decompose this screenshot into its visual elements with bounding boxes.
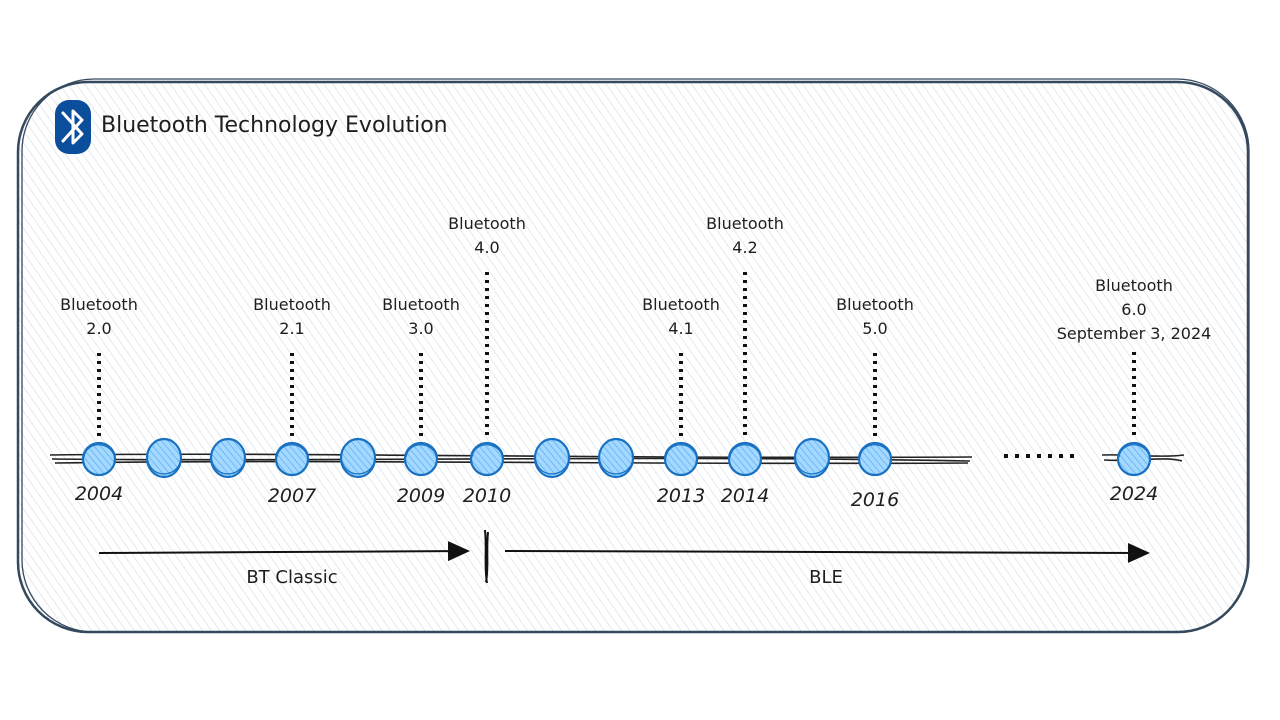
bt-classic-arrow — [98, 541, 470, 562]
milestone-label: Bluetooth 2.0 — [60, 295, 138, 338]
diagram-header: Bluetooth Technology Evolution — [55, 100, 448, 154]
milestone-year: 2024 — [1110, 483, 1158, 505]
milestone-year: 2004 — [75, 483, 123, 505]
era-label-bt-classic: BT Classic — [246, 567, 337, 588]
milestone-label-line: Bluetooth — [642, 295, 720, 314]
milestone-label-line: Bluetooth — [836, 295, 914, 314]
ble-arrow — [504, 542, 1150, 563]
milestone-label-line: September 3, 2024 — [1057, 324, 1212, 343]
milestone-node — [1116, 441, 1152, 477]
timeline-filler-node-sketch — [341, 458, 376, 475]
milestone-label: Bluetooth 2.1 — [253, 295, 331, 338]
milestone-node-sketch — [276, 444, 309, 459]
timeline-filler-node-sketch — [535, 458, 570, 475]
era-divider — [484, 529, 489, 584]
milestone-year: 2016 — [851, 489, 899, 511]
milestone-label-line: Bluetooth — [448, 214, 526, 233]
milestone-year: 2010 — [463, 485, 511, 507]
timeline-filler-node-sketch — [599, 458, 634, 475]
milestone-label: Bluetooth 4.1 — [642, 295, 720, 338]
milestone-label-line: Bluetooth — [706, 214, 784, 233]
milestone-label-line: 2.1 — [279, 319, 304, 338]
milestone-label: Bluetooth 4.0 — [448, 214, 526, 257]
timeline-filler-node — [209, 437, 247, 479]
milestone-label-line: Bluetooth — [60, 295, 138, 314]
milestone-label-line: 4.2 — [732, 238, 757, 257]
milestone-label-line: Bluetooth — [253, 295, 331, 314]
milestone-node-sketch — [859, 444, 892, 459]
milestone-2010: Bluetooth 4.0 2010 — [448, 214, 526, 507]
timeline-filler-node — [145, 437, 183, 479]
milestone-node — [727, 441, 763, 477]
milestone-node — [663, 441, 699, 477]
milestone-node-sketch — [405, 444, 438, 459]
milestone-2004: Bluetooth 2.0 2004 — [60, 295, 138, 505]
milestone-node — [81, 441, 117, 477]
milestone-node — [274, 441, 310, 477]
bluetooth-icon — [55, 100, 91, 154]
timeline-filler-node-sketch — [211, 458, 246, 475]
milestone-label-line: 6.0 — [1121, 300, 1146, 319]
milestone-2013: Bluetooth 4.1 2013 — [642, 295, 720, 507]
milestone-label-line: Bluetooth — [382, 295, 460, 314]
milestone-label-line: 2.0 — [86, 319, 111, 338]
milestone-label: Bluetooth 3.0 — [382, 295, 460, 338]
milestone-label-line: 4.0 — [474, 238, 499, 257]
milestone-year: 2013 — [657, 485, 705, 507]
milestone-node — [403, 441, 439, 477]
milestone-year: 2014 — [721, 485, 769, 507]
diagram-frame — [16, 78, 1250, 634]
milestone-node-sketch — [471, 444, 504, 459]
diagram-title: Bluetooth Technology Evolution — [101, 113, 448, 138]
timeline-filler-node — [597, 437, 635, 479]
milestone-node-sketch — [83, 444, 116, 459]
timeline-filler-node — [339, 437, 377, 479]
milestone-node-sketch — [729, 444, 762, 459]
milestone-label: Bluetooth 4.2 — [706, 214, 784, 257]
milestone-label-line: Bluetooth — [1095, 276, 1173, 295]
timeline-filler-nodes — [145, 437, 831, 479]
timeline-filler-node — [793, 437, 831, 479]
timeline-filler-node — [533, 437, 571, 479]
milestone-node-sketch — [665, 444, 698, 459]
milestone-label: Bluetooth 5.0 — [836, 295, 914, 338]
milestone-node — [857, 441, 893, 477]
milestone-2016: Bluetooth 5.0 2016 — [836, 295, 914, 511]
timeline-filler-node-sketch — [795, 458, 830, 475]
milestone-2007: Bluetooth 2.1 2007 — [253, 295, 331, 507]
milestone-node — [469, 441, 505, 477]
era-section: BT Classic BLE — [98, 529, 1150, 588]
milestone-2009: Bluetooth 3.0 2009 — [382, 295, 460, 507]
era-label-ble: BLE — [809, 567, 843, 588]
milestone-year: 2009 — [397, 485, 445, 507]
milestone-label-line: 4.1 — [668, 319, 693, 338]
milestone-2014: Bluetooth 4.2 2014 — [706, 214, 784, 507]
timeline-filler-node-sketch — [147, 458, 182, 475]
milestone-node-sketch — [1118, 444, 1151, 459]
milestone-label-line: 5.0 — [862, 319, 887, 338]
milestone-label-line: 3.0 — [408, 319, 433, 338]
milestone-year: 2007 — [268, 485, 316, 507]
